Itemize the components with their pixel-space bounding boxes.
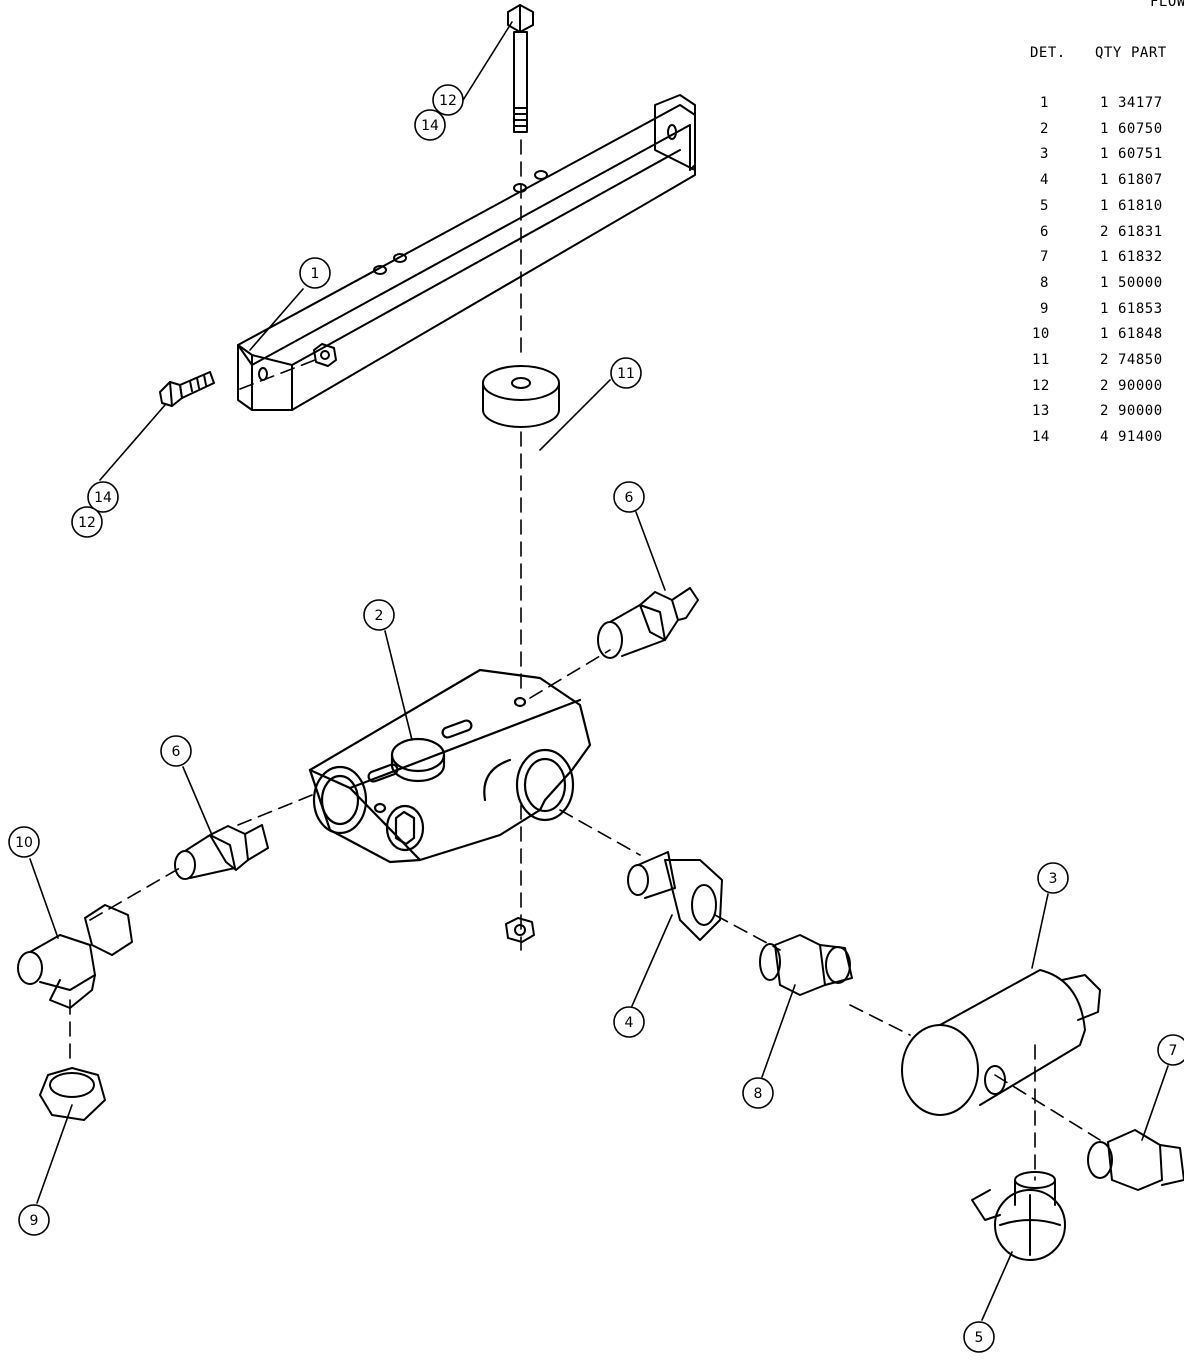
callout-12-circle [71,506,103,538]
callout-14b-label: 14 [94,490,112,506]
callout-6a-circle [613,481,645,513]
bracket-part [237,94,696,411]
callout-8-circle [742,1077,774,1109]
callout-6a-label: 6 [625,490,634,506]
fitting-4-part [627,851,723,941]
callout-5-label: 5 [975,1330,984,1346]
elbow-fitting-part [17,904,133,1009]
tee-fitting-part [971,1171,1066,1261]
cell-det: 9 [1040,300,1049,317]
column-header-part: PART [1131,45,1167,61]
cell-part: 61853 [1118,300,1163,317]
callout-bubbles [8,84,1184,1353]
cell-det: 3 [1040,146,1049,163]
callout-14a-label: 14 [421,118,439,134]
cell-part: 74850 [1118,352,1163,368]
cylinder-part [901,969,1101,1116]
bolt-part [507,4,534,133]
screw-part [159,371,215,407]
callout-5-circle [963,1321,995,1353]
column-header-qty: QTY [1095,45,1122,61]
callout-3-circle [1037,862,1069,894]
fitting-7-part [1087,1129,1184,1191]
cell-qty: 2 [1100,403,1109,420]
callout-2-label: 2 [375,608,384,624]
manifold-block-part [308,668,592,864]
callout-13-label: 12 [439,93,457,109]
cell-det: 4 [1040,172,1049,189]
callout-1-circle [299,257,331,289]
callout-6b-label: 6 [172,744,181,760]
flare-nut-part [39,1067,106,1121]
callout-11-circle [610,357,642,389]
cell-part: 90000 [1118,403,1163,420]
cell-part: 34177 [1118,95,1163,111]
column-header-det: DET. [1030,45,1066,61]
cell-qty: 2 [1100,352,1109,368]
callout-leaders [29,21,1169,1321]
cell-qty: 1 [1100,274,1109,291]
callout-14a-circle [414,109,446,141]
cell-qty: 1 [1100,249,1109,266]
cell-qty: 1 [1100,197,1109,214]
cell-qty: 1 [1100,95,1109,111]
callout-6b-circle [160,735,192,767]
callout-4-label: 4 [625,1015,634,1031]
cell-part: 61832 [1118,249,1163,266]
callout-9-label: 9 [30,1213,39,1229]
callout-12-label: 12 [78,515,96,531]
fitting-6-upper [597,587,699,659]
cell-qty: 1 [1100,326,1109,343]
callout-11-label: 11 [617,366,635,382]
cell-part: 61848 [1118,326,1163,343]
callout-14b-circle [87,481,119,513]
cell-part: 61807 [1118,172,1163,189]
cell-part: 61831 [1118,223,1163,240]
cell-qty: 1 [1100,146,1109,163]
cell-det: 8 [1040,274,1049,291]
callout-13-circle [432,84,464,116]
cell-qty: 2 [1100,223,1109,240]
callout-9-circle [18,1204,50,1236]
cell-qty: 2 [1100,377,1109,394]
cell-part: 60750 [1118,120,1163,137]
callout-7-circle [1157,1034,1184,1066]
cell-det: 14 [1032,429,1050,446]
cell-det: 1 [1040,95,1049,111]
callout-numbers: 12 14 1 11 14 12 6 2 6 10 3 4 8 7 9 5 [15,93,1177,1346]
cell-det: 7 [1040,249,1049,266]
callout-7-label: 7 [1169,1043,1178,1059]
callout-8-label: 8 [754,1086,763,1102]
cell-qty: 4 [1100,429,1109,446]
cell-qty: 1 [1100,172,1109,189]
table-title: FLOW [1150,0,1184,10]
cell-part: 61810 [1118,197,1163,214]
cell-det: 10 [1032,326,1050,343]
callout-3-label: 3 [1049,871,1058,887]
cell-part: 91400 [1118,429,1163,446]
explode-lines [69,139,1101,1181]
cell-part: 60751 [1118,146,1163,163]
nut-part [313,343,337,367]
cell-part: 90000 [1118,377,1163,394]
cell-part: 50000 [1118,274,1163,291]
cell-det: 5 [1040,197,1049,214]
cell-det: 11 [1032,352,1050,368]
callout-10-label: 10 [15,835,33,851]
cell-qty: 1 [1100,120,1109,137]
washer-part [482,365,560,428]
cell-det: 6 [1040,223,1049,240]
cell-det: 13 [1032,403,1050,420]
fitting-6-lower [174,824,269,880]
fitting-8-part [759,934,853,996]
cell-det: 12 [1032,377,1050,394]
cell-det: 2 [1040,120,1049,137]
callout-4-circle [613,1006,645,1038]
callout-2-circle [363,599,395,631]
callout-10-circle [8,826,40,858]
nut-part [505,917,535,943]
cell-qty: 1 [1100,300,1109,317]
callout-1-label: 1 [311,266,320,282]
